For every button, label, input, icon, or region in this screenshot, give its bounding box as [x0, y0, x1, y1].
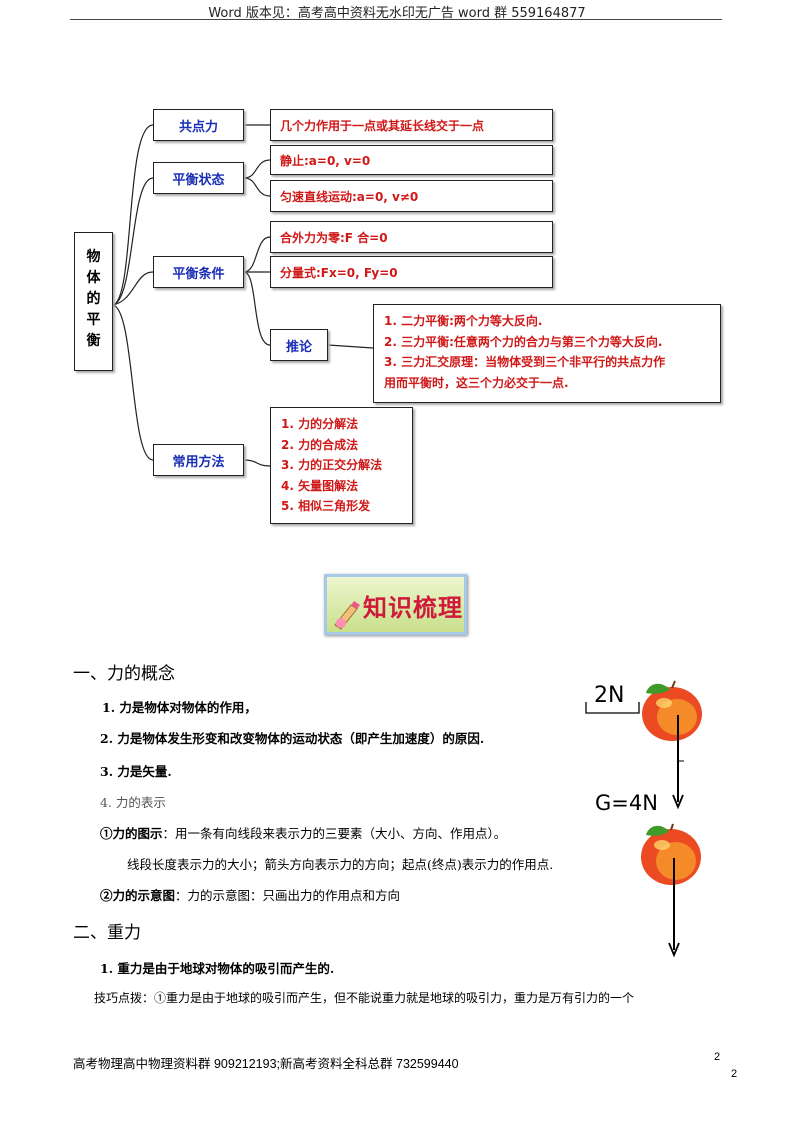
paragraph: 1. 重力是由于地球对物体的吸引而产生的. [100, 958, 334, 977]
method-line: 5. 相似三角形发 [281, 496, 402, 517]
node-changyongfangfa: 常用方法 [153, 444, 244, 476]
tuilun-line: 2. 三力平衡:任意两个力的合力与第三个力等大反向. [384, 332, 710, 353]
node-tuilun: 推论 [270, 329, 328, 361]
term-force-sketch: ②力的示意图 [100, 888, 175, 903]
paragraph: 线段长度表示力的大小；箭头方向表示力的方向；起点(终点)表示力的作用点. [127, 854, 553, 873]
section-title-gravity: 二、重力 [73, 918, 141, 943]
item-net-force-zero: 合外力为零:F 合=0 [270, 221, 553, 253]
method-line: 1. 力的分解法 [281, 414, 402, 435]
banner-text: 知识梳理 [363, 588, 463, 623]
term-force-diagram: ①力的图示 [100, 826, 163, 841]
root-char: 体 [75, 268, 112, 289]
force-diagram-figure [580, 675, 720, 965]
item-methods-list: 1. 力的分解法 2. 力的合成法 3. 力的正交分解法 4. 矢量图解法 5.… [270, 407, 413, 524]
term-definition: ：力的示意图：只画出力的作用点和方向 [175, 888, 400, 903]
paragraph: ①力的图示：用一条有向线段来表示力的三要素（大小、方向、作用点）。 [100, 823, 506, 842]
method-line: 4. 矢量图解法 [281, 476, 402, 497]
page-number: 2 [714, 1051, 720, 1063]
method-line: 2. 力的合成法 [281, 435, 402, 456]
root-char: 的 [75, 289, 112, 310]
paragraph: 3. 力是矢量. [100, 761, 172, 780]
page-footer: 高考物理高中物理资料群 909212193;新高考资料全科总群 73259944… [73, 1053, 459, 1072]
apple-icon [641, 824, 701, 885]
item-gongdianli-desc: 几个力作用于一点或其延长线交于一点 [270, 109, 553, 141]
item-tuilun-list: 1. 二力平衡:两个力等大反向. 2. 三力平衡:任意两个力的合力与第三个力等大… [373, 304, 721, 403]
gravity-label: G=4N [595, 791, 658, 815]
tuilun-line: 用而平衡时，这三个力必交于一点. [384, 373, 710, 394]
tuilun-line: 3. 三力汇交原理：当物体受到三个非平行的共点力作 [384, 352, 710, 373]
scale-label: 2N [594, 683, 624, 708]
method-line: 3. 力的正交分解法 [281, 455, 402, 476]
paragraph: 技巧点拨：①重力是由于地球的吸引而产生，但不能说重力就是地球的吸引力，重力是万有… [94, 989, 634, 1006]
node-gongdianli: 共点力 [153, 109, 244, 141]
page-number-bottom: 2 [731, 1068, 737, 1080]
node-pinghengtiaojian: 平衡条件 [153, 256, 244, 288]
paragraph: ②力的示意图：力的示意图：只画出力的作用点和方向 [100, 885, 400, 904]
mindmap-root: 物 体 的 平 衡 [74, 232, 113, 371]
root-char: 衡 [75, 331, 112, 352]
paragraph: 2. 力是物体发生形变和改变物体的运动状态（即产生加速度）的原因. [100, 728, 484, 747]
root-char: 平 [75, 310, 112, 331]
paragraph: 4. 力的表示 [100, 792, 166, 811]
item-static: 静止:a=0, v=0 [270, 145, 553, 175]
node-pinghengzhuangtai: 平衡状态 [153, 162, 244, 194]
term-definition: ：用一条有向线段来表示力的三要素（大小、方向、作用点）。 [163, 826, 507, 841]
root-char: 物 [75, 247, 112, 268]
tuilun-line: 1. 二力平衡:两个力等大反向. [384, 311, 710, 332]
paragraph: 1. 力是物体对物体的作用， [102, 697, 257, 716]
item-component-form: 分量式:Fx=0, Fy=0 [270, 256, 553, 288]
knowledge-banner: 知识梳理 [324, 574, 467, 635]
item-uniform-motion: 匀速直线运动:a=0, v≠0 [270, 180, 553, 212]
pencil-hand-icon [331, 597, 365, 631]
apple-icon [642, 681, 702, 741]
section-title-force-concept: 一、力的概念 [73, 659, 175, 684]
